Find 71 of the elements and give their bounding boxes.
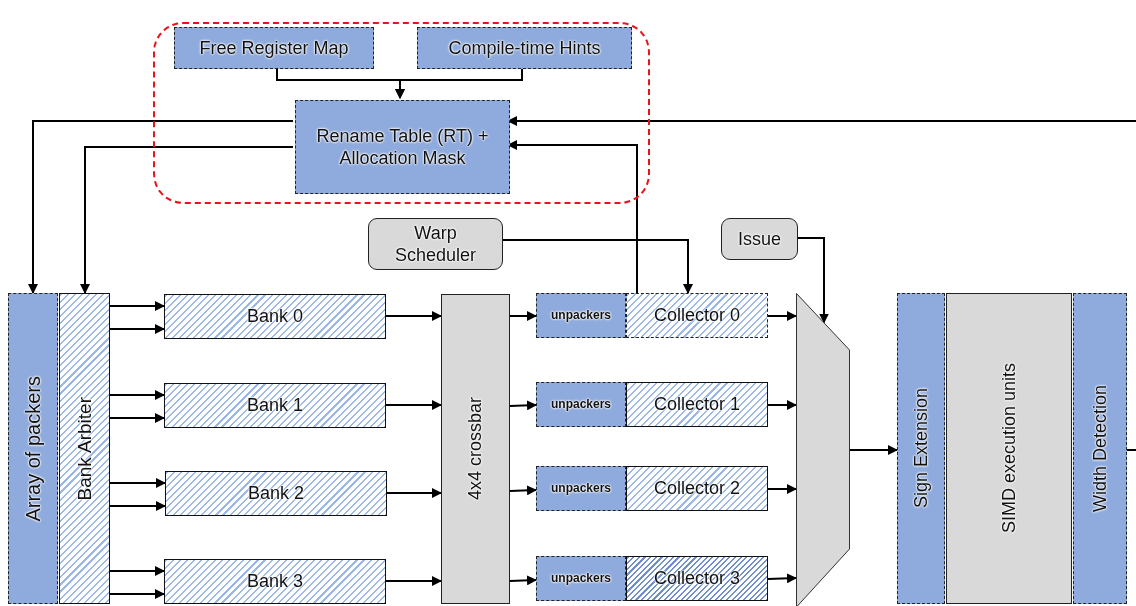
crossbar-column <box>441 294 510 604</box>
block-label: Width Detection <box>1088 384 1111 513</box>
arrow <box>386 488 442 498</box>
issue-block <box>721 218 798 260</box>
execution-units-column <box>946 293 1072 604</box>
block-label: Bank 3 <box>246 570 303 593</box>
arrow <box>109 390 165 400</box>
arrow <box>80 146 294 294</box>
dashed-group-outline <box>153 22 650 204</box>
collector-block <box>626 382 768 427</box>
block-label: Array of packers <box>20 375 45 522</box>
block-label: Issue <box>738 227 781 251</box>
collector-block <box>626 293 768 338</box>
arrow <box>509 575 537 586</box>
arrow <box>385 400 442 410</box>
register-bank <box>164 383 386 428</box>
arrow <box>109 566 165 576</box>
packers-column <box>8 293 58 604</box>
register-bank <box>165 471 387 516</box>
block-label: unpackers <box>551 308 611 323</box>
arrow <box>109 501 166 511</box>
width-detection-column <box>1073 293 1127 604</box>
scheduler-block <box>368 218 503 270</box>
hints-block <box>417 27 632 69</box>
arrow <box>502 239 693 294</box>
collector-block <box>626 466 768 511</box>
block-label: Bank 2 <box>247 482 304 505</box>
block-label: Collector 2 <box>653 477 740 500</box>
block-label: Bank 1 <box>246 394 303 417</box>
block-label: Sign Extension <box>909 388 932 509</box>
arrow <box>767 484 797 494</box>
connector-line <box>1126 449 1136 451</box>
block-label: Free Register Map <box>199 36 349 60</box>
block-label: Collector 1 <box>653 393 740 416</box>
rename-table-block <box>295 100 510 194</box>
block-label: unpackers <box>551 571 611 586</box>
arrow <box>28 120 294 294</box>
block-label: 4x4 crossbar <box>464 397 487 501</box>
arrow <box>109 589 165 599</box>
arrow <box>509 485 537 496</box>
arrow <box>509 400 537 411</box>
unpacker-block <box>536 556 626 601</box>
block-label: Bank 0 <box>246 305 303 328</box>
arrow <box>767 573 797 584</box>
arrow <box>797 237 829 324</box>
arrow <box>849 445 898 455</box>
register-bank <box>164 294 386 339</box>
block-label: SIMD execution units <box>997 363 1020 534</box>
arrow <box>109 324 165 334</box>
arrow <box>509 311 537 321</box>
block-label: Rename Table (RT) + Allocation Mask <box>315 124 490 170</box>
arrow <box>385 311 442 321</box>
register-map-block <box>174 27 374 69</box>
block-label: Collector 0 <box>653 304 740 327</box>
arrow <box>109 413 165 423</box>
arrow <box>767 311 797 321</box>
arrow <box>109 301 165 311</box>
unpacker-block <box>536 466 626 511</box>
sign-extension-column <box>897 293 945 604</box>
unpacker-block <box>536 382 626 427</box>
unpacker-block <box>536 293 626 338</box>
block-label: unpackers <box>551 481 611 496</box>
arrow <box>109 478 166 488</box>
register-bank <box>164 559 386 604</box>
block-label: Warp Scheduler <box>393 221 478 267</box>
block-label: unpackers <box>551 397 611 412</box>
block-label: Bank Arbiter <box>72 396 96 501</box>
arrow <box>385 576 442 586</box>
block-label: Compile-time Hints <box>448 36 601 60</box>
arbiter-column <box>59 293 110 604</box>
arrow <box>767 400 797 410</box>
